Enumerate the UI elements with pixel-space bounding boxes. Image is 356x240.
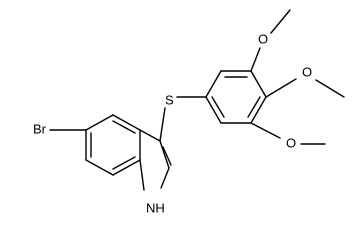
methoxy-bottom: O: [250, 122, 326, 150]
atom-label-nh: NH: [146, 200, 165, 215]
indole-benzene-ring: [85, 114, 141, 176]
atom-label-o-top: O: [258, 31, 268, 46]
bond-o-methyl: [270, 9, 291, 34]
methoxy-middle: O: [265, 64, 345, 98]
indole-pyrrole-ring: [139, 129, 172, 191]
bond: [250, 70, 267, 98]
methoxy-top: O: [250, 9, 291, 72]
trimethoxyphenyl-ring: [205, 70, 267, 124]
structure-canvas: Br S NH O O O: [33, 9, 345, 215]
bond: [160, 167, 170, 189]
double-bond-inner: [112, 120, 136, 134]
atom-label-s: S: [165, 92, 174, 107]
bond: [139, 159, 145, 191]
bond: [85, 159, 114, 176]
atom-label-br: Br: [33, 121, 47, 136]
atom-label-o-bottom: O: [286, 135, 296, 150]
double-bond-inner: [162, 146, 172, 166]
double-bond-inner: [247, 96, 261, 118]
atom-label-o-middle: O: [302, 64, 312, 79]
bond-c-o: [250, 122, 281, 139]
bond: [205, 70, 222, 98]
double-bond-inner: [211, 96, 225, 118]
bond: [250, 96, 267, 124]
bond: [112, 114, 141, 131]
bond: [85, 114, 114, 131]
bond-o-methyl: [315, 79, 345, 98]
double-bond-inner: [112, 156, 136, 170]
bond: [205, 96, 222, 124]
chemical-structure-diagram: Br S NH O O O: [33, 9, 345, 215]
bond-c-s: [159, 107, 166, 142]
bond: [139, 129, 161, 142]
bond-c-o: [250, 47, 261, 72]
bond: [159, 140, 170, 169]
bond-c-o: [265, 78, 297, 98]
bond: [112, 159, 141, 176]
